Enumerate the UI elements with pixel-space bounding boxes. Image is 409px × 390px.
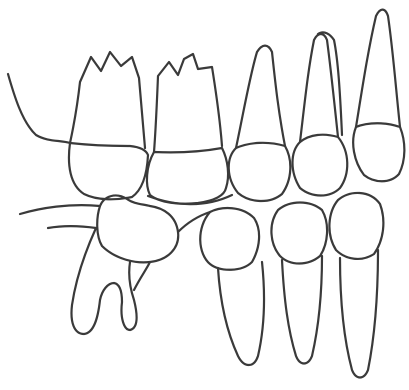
lower-molar-crown	[97, 195, 178, 262]
upper-premolar-1-crown	[229, 143, 291, 201]
upper-gum-contour	[8, 74, 70, 143]
lower-premolar-1-root	[218, 262, 264, 365]
lower-premolar-1-crown	[200, 208, 259, 270]
upper-premolar-2-crown	[293, 135, 348, 196]
lower-gum-contour-lower	[48, 226, 96, 228]
lower-interproximal-line	[178, 212, 210, 232]
upper-molar-2-root-outline	[154, 54, 222, 152]
lower-molar-distal-root	[134, 262, 150, 290]
upper-molar-1-root-outline	[70, 52, 145, 148]
upper-premolar-1	[236, 46, 285, 148]
lower-canine-root	[340, 250, 378, 378]
upper-molar-2-crown	[147, 148, 228, 204]
upper-molar-1-crown	[69, 143, 148, 199]
upper-premolar-2	[300, 34, 338, 142]
upper-canine-crown	[353, 123, 404, 181]
lower-premolar-2-crown	[271, 203, 327, 264]
upper-canine-root	[318, 32, 342, 135]
lower-gum-contour	[20, 205, 100, 214]
lower-canine-crown	[329, 193, 383, 259]
lower-molar-mesial-root	[72, 228, 137, 334]
lower-premolar-2-root	[282, 256, 322, 364]
upper-canine	[356, 10, 400, 127]
